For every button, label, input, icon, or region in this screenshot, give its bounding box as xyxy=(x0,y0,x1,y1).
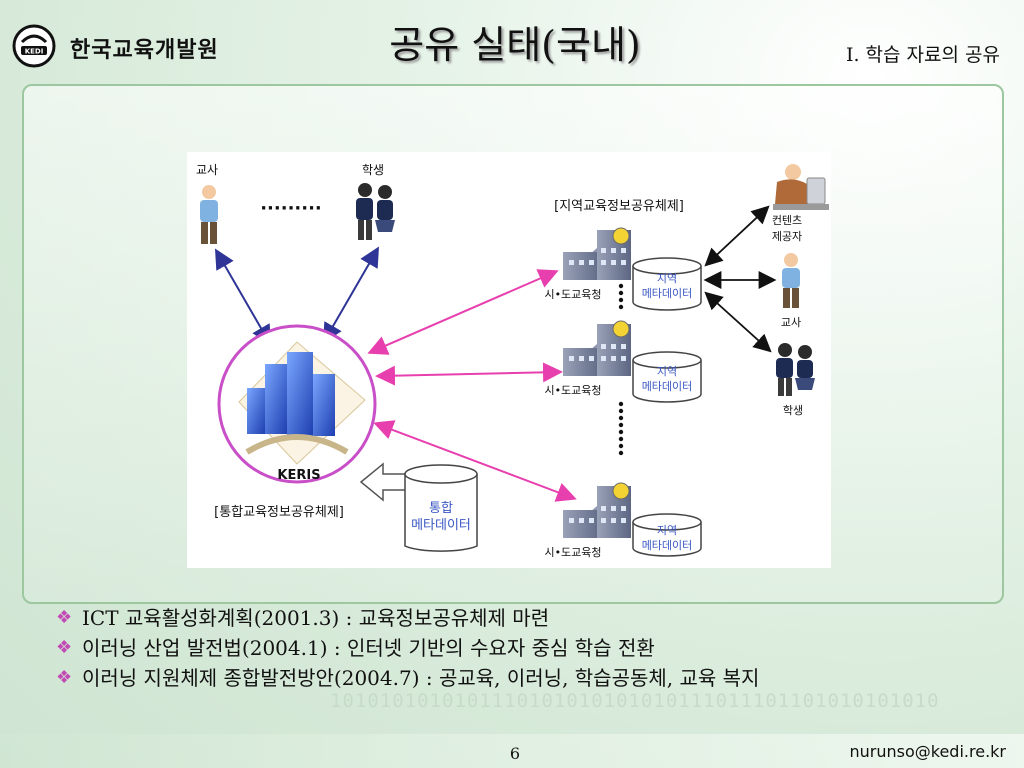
arrow-student-keris xyxy=(322,246,380,344)
region-db-2-line2: 메타데이터 xyxy=(642,380,693,393)
sharing-diagram: 교사 ········· 학생 xyxy=(187,152,831,568)
kedi-emblem-icon: KEDI xyxy=(12,24,56,68)
org-logo: KEDI 한국교육개발원 xyxy=(12,24,242,68)
integrated-db-line2: 메타데이터 xyxy=(411,518,471,533)
section-title: I. 학습 자료의 공유 xyxy=(845,44,1000,66)
education-office-3: 시•도교육청 지역 메타데이터 xyxy=(544,482,702,559)
region-db-3-line1: 지역 xyxy=(657,524,677,537)
region-db-1-line2: 메타데이터 xyxy=(642,287,693,300)
student-label-right: 학생 xyxy=(783,404,803,417)
education-office-2: 시•도교육청 지역 메타데이터 xyxy=(544,320,702,403)
student-label-top: 학생 xyxy=(362,163,384,177)
students-figure-top xyxy=(356,183,395,240)
bullet-diamond-icon: ❖ xyxy=(56,607,73,628)
integrated-db: 통합 메타데이터 xyxy=(404,464,478,552)
teacher-figure-top xyxy=(200,185,218,244)
integrated-system-label: [통합교육정보공유체제] xyxy=(214,505,344,520)
arrow-keris-office-3 xyxy=(373,420,577,502)
bullet-item-1: ❖ ICT 교육활성화계획(2001.3) : 교육정보공유체제 마련 xyxy=(56,603,1006,633)
bullet-text-1: ICT 교육활성화계획(2001.3) : 교육정보공유체제 마련 xyxy=(82,606,550,630)
arrow-teacher-keris xyxy=(214,248,272,346)
region-db-2-line1: 지역 xyxy=(657,365,677,378)
office-label-2: 시•도교육청 xyxy=(544,384,601,397)
org-name: 한국교육개발원 xyxy=(70,38,219,63)
keris-node: KERIS xyxy=(217,324,377,484)
bullet-item-3: ❖ 이러닝 지원체제 종합발전방안(2004.7) : 공교육, 이러닝, 학습… xyxy=(56,663,1006,693)
vertical-dots-1 xyxy=(618,283,624,310)
provider-label-line1: 컨텐츠 xyxy=(772,214,802,227)
integrated-db-line1: 통합 xyxy=(429,501,453,516)
bullet-diamond-icon: ❖ xyxy=(56,637,73,658)
bullet-text-3: 이러닝 지원체제 종합발전방안(2004.7) : 공교육, 이러닝, 학습공동… xyxy=(82,666,760,690)
teacher-label-right: 교사 xyxy=(781,316,801,329)
binary-watermark: 1010101010101110101010101010111011101101… xyxy=(330,690,940,712)
slide-title: 공유 실태(국내) xyxy=(389,23,641,67)
region-db-1-line1: 지역 xyxy=(657,272,677,285)
office-label-3: 시•도교육청 xyxy=(544,546,601,559)
emblem-text: KEDI xyxy=(25,48,44,56)
region-system-label: [지역교육정보공유체제] xyxy=(554,199,684,214)
bullet-item-2: ❖ 이러닝 산업 발전법(2004.1) : 인터넷 기반의 수요자 중심 학습… xyxy=(56,633,1006,663)
slide-header: KEDI 한국교육개발원 공유 실태(국내) I. 학습 자료의 공유 xyxy=(0,0,1024,80)
arrow-keris-office-2 xyxy=(375,362,563,386)
office-label-1: 시•도교육청 xyxy=(544,288,601,301)
bullet-list: ❖ ICT 교육활성화계획(2001.3) : 교육정보공유체제 마련 ❖ 이러… xyxy=(56,603,1006,693)
education-office-1: 시•도교육청 지역 메타데이터 xyxy=(544,227,702,311)
footer-email: nurunso@kedi.re.kr xyxy=(849,742,1007,761)
students-figure-right xyxy=(776,343,815,396)
vertical-dots-2 xyxy=(618,401,624,456)
footer-bar xyxy=(0,734,1024,768)
region-db-3-line2: 메타데이터 xyxy=(642,539,693,552)
diagram-canvas: 교사 ········· 학생 xyxy=(196,163,829,559)
page-number: 6 xyxy=(509,744,521,763)
keris-label: KERIS xyxy=(277,468,320,483)
teacher-label-top: 교사 xyxy=(196,163,218,177)
bullet-text-2: 이러닝 산업 발전법(2004.1) : 인터넷 기반의 수요자 중심 학습 전… xyxy=(82,636,655,660)
horizontal-dots: ········· xyxy=(260,198,322,219)
bullet-diamond-icon: ❖ xyxy=(56,667,73,688)
arrow-office-provider xyxy=(704,205,770,267)
provider-label-line2: 제공자 xyxy=(772,230,802,243)
hollow-arrow xyxy=(359,462,410,502)
content-provider-figure xyxy=(773,164,829,210)
arrow-office-student xyxy=(704,291,772,353)
teacher-figure-right xyxy=(782,253,800,308)
arrow-keris-office-1 xyxy=(367,269,559,355)
